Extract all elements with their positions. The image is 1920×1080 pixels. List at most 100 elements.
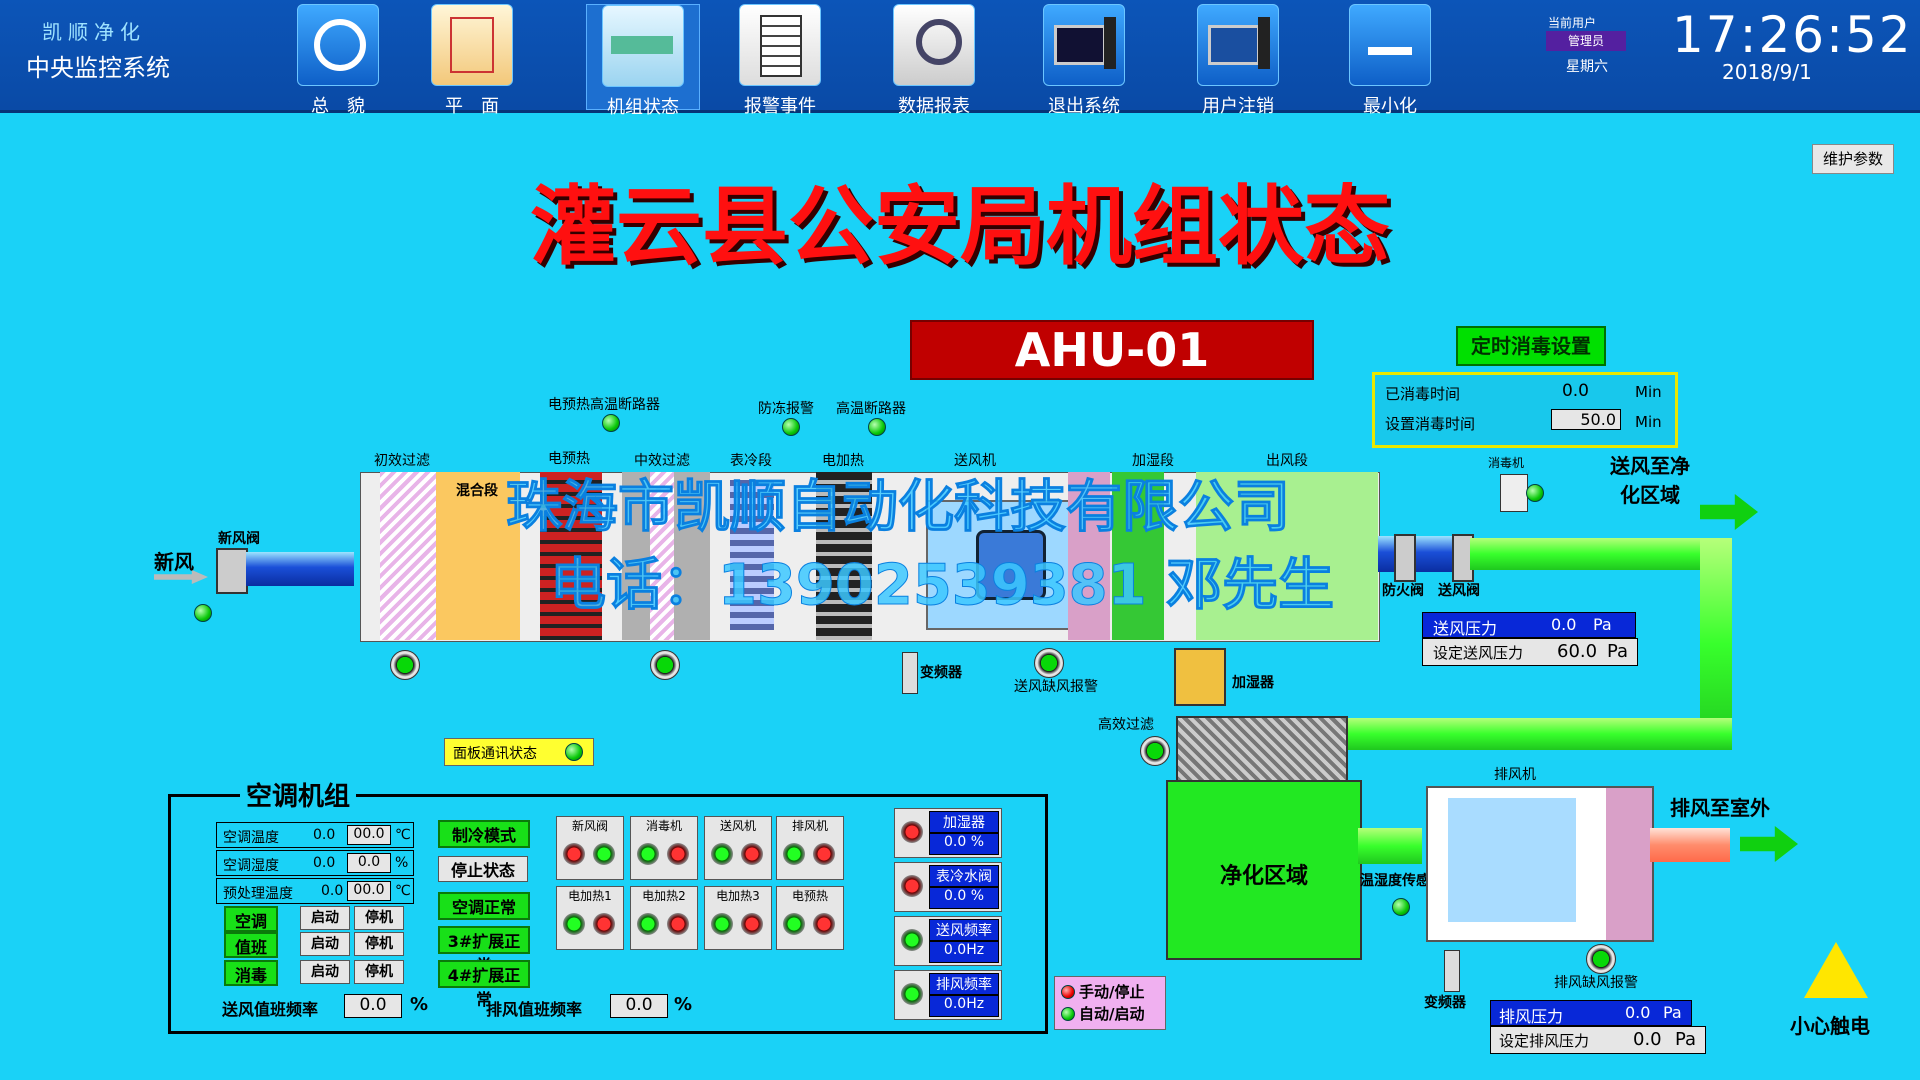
supply-pipe-top — [1470, 538, 1732, 570]
auto-knob-icon[interactable] — [593, 843, 615, 865]
exhaust-fan-label: 排风机 — [1494, 767, 1536, 783]
supply-duty-unit: % — [410, 994, 429, 1015]
watermark-phone: 电话：13902539381 邓先生 — [549, 553, 1335, 619]
nav-alarm-log-button[interactable]: 报警事件 — [724, 4, 836, 117]
exhaust-duty-unit: % — [674, 994, 693, 1015]
antifreeze-lamp — [782, 418, 800, 436]
manual-knob-icon[interactable] — [813, 913, 835, 935]
nav-floorplan-button[interactable]: 平 面 — [416, 4, 528, 117]
humidity-setpoint[interactable]: 0.0 — [347, 853, 391, 873]
section-supply-fan: 送风机 — [954, 453, 996, 469]
exhaust-fan-fault-icon — [1586, 944, 1616, 974]
temp-setpoint[interactable]: 00.0 — [347, 825, 391, 845]
nav-report-button[interactable]: 数据报表 — [878, 4, 990, 117]
report-search-icon — [893, 4, 975, 86]
manual-knob-icon[interactable] — [741, 843, 763, 865]
switch-preheat[interactable]: 电预热 — [776, 886, 844, 950]
overview-icon — [297, 4, 379, 86]
switch-disinfector[interactable]: 消毒机 — [630, 816, 698, 880]
humidifier-icon[interactable] — [1174, 648, 1226, 706]
manual-knob-icon[interactable] — [813, 843, 835, 865]
manual-knob-icon[interactable] — [593, 913, 615, 935]
auto-knob-icon[interactable] — [783, 913, 805, 935]
switch-reheat-3[interactable]: 电加热3 — [704, 886, 772, 950]
mode-duty-start-button[interactable]: 启动 — [300, 932, 350, 956]
exhaust-duty-label: 排风值班频率 — [486, 996, 583, 1020]
th-sensor-label: 温湿度传感器 — [1360, 873, 1444, 889]
switch-supply-fan[interactable]: 送风机 — [704, 816, 772, 880]
auto-knob-icon[interactable] — [711, 913, 733, 935]
disinfector-icon[interactable] — [1500, 474, 1528, 512]
brand-name: 凯顺净化 — [42, 20, 146, 44]
section-reheat: 电加热 — [822, 453, 864, 469]
set-time-input[interactable]: 50.0 — [1551, 409, 1621, 430]
supply-freq-knob-icon[interactable] — [901, 929, 923, 951]
exhaust-inlet-pipe — [1358, 828, 1422, 864]
exhaust-fan-fault-label: 排风缺风报警 — [1554, 975, 1638, 991]
mode-disinfect-start-button[interactable]: 启动 — [300, 960, 350, 984]
fresh-damper-icon[interactable] — [216, 548, 248, 594]
exhaust-duty-input[interactable]: 0.0 — [610, 994, 668, 1018]
system-name: 中央监控系统 — [26, 54, 170, 82]
nav-unit-status-button[interactable]: 机组状态 — [586, 4, 700, 118]
nav-overview-button[interactable]: 总 貌 — [282, 4, 394, 117]
unit-status-icon — [602, 5, 684, 87]
maintenance-params-button[interactable]: 维护参数 — [1812, 144, 1894, 174]
humidifier-knob-icon[interactable] — [901, 821, 923, 843]
exhaust-freq-knob-icon[interactable] — [901, 983, 923, 1005]
supply-damper-label: 送风阀 — [1438, 583, 1480, 599]
analog-cooling-valve[interactable]: 表冷水阀 0.0 % — [894, 862, 1002, 912]
analog-supply-freq[interactable]: 送风频率 0.0Hz — [894, 916, 1002, 966]
disinfection-settings: 已消毒时间 0.0 Min 设置消毒时间 50.0 Min — [1372, 372, 1678, 448]
section-cooling: 表冷段 — [730, 453, 772, 469]
mode-disinfect-stop-button[interactable]: 停机 — [354, 960, 404, 984]
cooling-valve-knob-icon[interactable] — [901, 875, 923, 897]
auto-start-dot-icon — [1061, 1007, 1075, 1021]
nav-exit-system-button[interactable]: 退出系统 — [1028, 4, 1140, 117]
nav-minimize-button[interactable]: 最小化 — [1334, 4, 1446, 117]
auto-knob-icon[interactable] — [711, 843, 733, 865]
fire-damper-icon[interactable] — [1394, 534, 1416, 582]
switch-reheat-1[interactable]: 电加热1 — [556, 886, 624, 950]
elapsed-label: 已消毒时间 — [1385, 385, 1461, 403]
analog-exhaust-freq[interactable]: 排风频率 0.0Hz — [894, 970, 1002, 1020]
analog-humidifier[interactable]: 加湿器 0.0 % — [894, 808, 1002, 858]
supply-fan-fault-label: 送风缺风报警 — [1014, 679, 1098, 695]
clock-date: 2018/9/1 — [1722, 60, 1812, 84]
status-ext4-normal: 4#扩展正常 — [438, 960, 530, 1009]
supply-vfd-icon — [902, 652, 918, 694]
auto-knob-icon[interactable] — [563, 913, 585, 935]
exhaust-pressure-setpoint[interactable]: 设定排风压力 0.0 Pa — [1490, 1026, 1706, 1054]
mode-ac-stop-button[interactable]: 停机 — [354, 906, 404, 930]
current-user-label: 当前用户 — [1548, 16, 1597, 30]
outlet-section — [1196, 472, 1378, 640]
supply-pressure-setpoint[interactable]: 设定送风压力 60.0 Pa — [1422, 638, 1638, 666]
exhaust-vfd-icon — [1444, 950, 1460, 992]
manual-knob-icon[interactable] — [563, 843, 585, 865]
reheat-coil — [816, 472, 872, 640]
clock-time: 17:26:52 — [1672, 6, 1913, 64]
pretemp-setpoint[interactable]: 00.0 — [347, 881, 391, 901]
switch-exhaust-fan[interactable]: 排风机 — [776, 816, 844, 880]
high-temp-breaker-label: 高温断路器 — [836, 401, 906, 417]
page-title: 灌云县公安局机组状态 — [530, 177, 1390, 277]
auto-knob-icon[interactable] — [637, 843, 659, 865]
auto-knob-icon[interactable] — [637, 913, 659, 935]
supply-duty-input[interactable]: 0.0 — [344, 994, 402, 1018]
nav-logout-user-button[interactable]: 用户注销 — [1182, 4, 1294, 117]
manual-knob-icon[interactable] — [667, 913, 689, 935]
mode-ac-start-button[interactable]: 启动 — [300, 906, 350, 930]
switch-reheat-2[interactable]: 电加热2 — [630, 886, 698, 950]
high-temp-breaker-lamp — [868, 418, 886, 436]
auto-knob-icon[interactable] — [783, 843, 805, 865]
exhaust-fan-icon[interactable] — [1426, 786, 1654, 942]
manual-knob-icon[interactable] — [667, 843, 689, 865]
switch-fresh-damper[interactable]: 新风阀 — [556, 816, 624, 880]
manual-knob-icon[interactable] — [741, 913, 763, 935]
supply-fan-icon[interactable] — [926, 500, 1070, 630]
mode-duty-stop-button[interactable]: 停机 — [354, 932, 404, 956]
humidify-section — [1112, 472, 1164, 640]
panel-title: 空调机组 — [240, 776, 357, 813]
panel-comm-status: 面板通讯状态 — [444, 738, 594, 766]
exhaust-out-label: 排风至室外 — [1670, 796, 1770, 820]
